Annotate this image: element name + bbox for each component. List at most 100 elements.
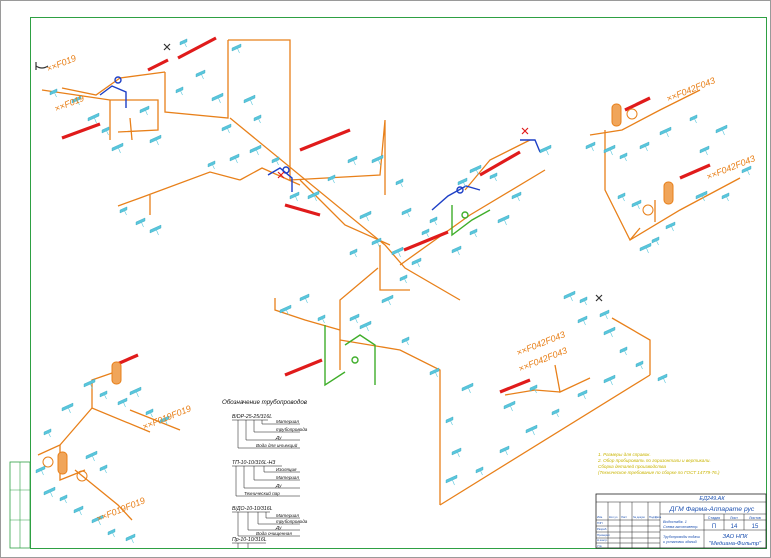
company-name: ЗАО НПК [722,534,748,540]
dimension-leader [531,427,535,436]
sheets-header: Листов [749,516,761,520]
dimension-tag [243,94,256,104]
gauge-icon [642,204,654,216]
dimension-leader [275,158,279,166]
dimension-leader [40,468,44,476]
dimension-leader [462,180,466,188]
legend-line: Вода очищенная [256,531,292,536]
legend-line: Материал [276,419,299,424]
dimension-tag [149,134,162,144]
dimension-tag [207,160,216,168]
dimension-tag [721,192,730,200]
dimension-leader [416,260,420,268]
dimension-tag [577,389,588,398]
dimension-leader [504,448,508,456]
gauges [42,108,654,482]
dimension-leader [354,316,358,324]
dimension-leader [123,208,127,216]
dimension-leader [665,129,669,138]
green-branch [324,205,491,387]
dimension-leader [509,403,513,412]
dimension-leader [479,468,483,476]
dimension-leader [164,418,168,426]
dimension-leader [103,466,107,474]
dimension-tag [107,528,116,536]
dimension-leader [456,450,460,458]
dimension-tag [35,465,46,474]
dimension-leader [425,230,429,238]
dimension-leader [623,348,627,356]
dimension-tag [349,313,360,322]
dimension-leader [475,167,479,176]
dimension-leader [376,240,380,248]
legend-line: Вода для инъекций [256,442,298,448]
dimension-tag [635,360,644,368]
dimension-leader [234,156,238,164]
dimension-tag [451,245,462,254]
dimension-tag [327,174,336,182]
doc-number: ЕД249.АК [699,496,725,502]
dimension-tag [253,114,262,122]
dimension-tag [603,374,616,384]
dimension-tag [59,494,68,502]
dimension-tag [639,141,650,150]
dimension-tag [289,191,300,200]
dimension-tag [539,144,552,154]
dimension-leader [236,46,240,54]
dimension-tag [529,384,538,392]
legend-entry: Пр-10-10/316L [232,537,267,548]
gauge-icon [42,456,54,468]
dimension-leader [655,238,659,246]
dimension-tag [71,95,82,104]
dimension-tag [371,154,384,164]
dimension-tag [577,315,588,324]
dimension-tag [741,165,752,174]
dimension-leader [365,323,369,332]
sheet-name: Схема аксонометр. [663,525,698,529]
company-name: "Медиана-Фильтр" [709,541,762,547]
vessel-icon [663,181,674,205]
dimension-tag [299,293,310,302]
dimension-leader [257,116,261,124]
dimension-tag [61,402,74,412]
dimension-tag [91,514,104,524]
dimension-tag [665,221,676,230]
dimension-tag [101,126,110,134]
dimension-leader [155,227,159,236]
legend-line: трубопровода [276,427,308,432]
legend-line: Ду [275,525,282,530]
dimension-leader [604,312,608,320]
dimension-tag [401,336,410,344]
dimension-leader [149,410,153,418]
dimension-tag [551,408,560,416]
dimension-leader [434,370,438,378]
dimension-tag [359,210,372,220]
dimension-tag [307,190,320,200]
dimension-leader [304,296,308,304]
dimension-tag [195,69,206,78]
dimension-leader [590,144,594,152]
signer-role: Н.контр. [597,538,608,542]
dimension-leader [249,97,253,106]
row-label: Дата [655,515,662,519]
legend-line: Изоляция [276,467,297,472]
dimension-tag [657,373,668,382]
signer-role: ГИП [597,521,603,525]
dimension-leader [433,218,437,226]
dimension-leader [47,430,51,438]
dimension-tag [99,464,108,472]
dimension-leader [155,137,159,146]
note-line: Сборка деталей производства [598,463,666,469]
dimension-leader [582,318,586,326]
dimension-leader [140,220,144,228]
dimension-leader [135,389,139,398]
dimension-tag [381,294,394,304]
dimension-tag [271,156,280,164]
pipe-network [37,39,741,521]
dimension-tag [457,177,468,186]
dimension-tag [221,123,232,132]
stage-header: Стадия [708,516,720,520]
stage-value: П [712,524,716,530]
gauge-icon [626,108,638,120]
